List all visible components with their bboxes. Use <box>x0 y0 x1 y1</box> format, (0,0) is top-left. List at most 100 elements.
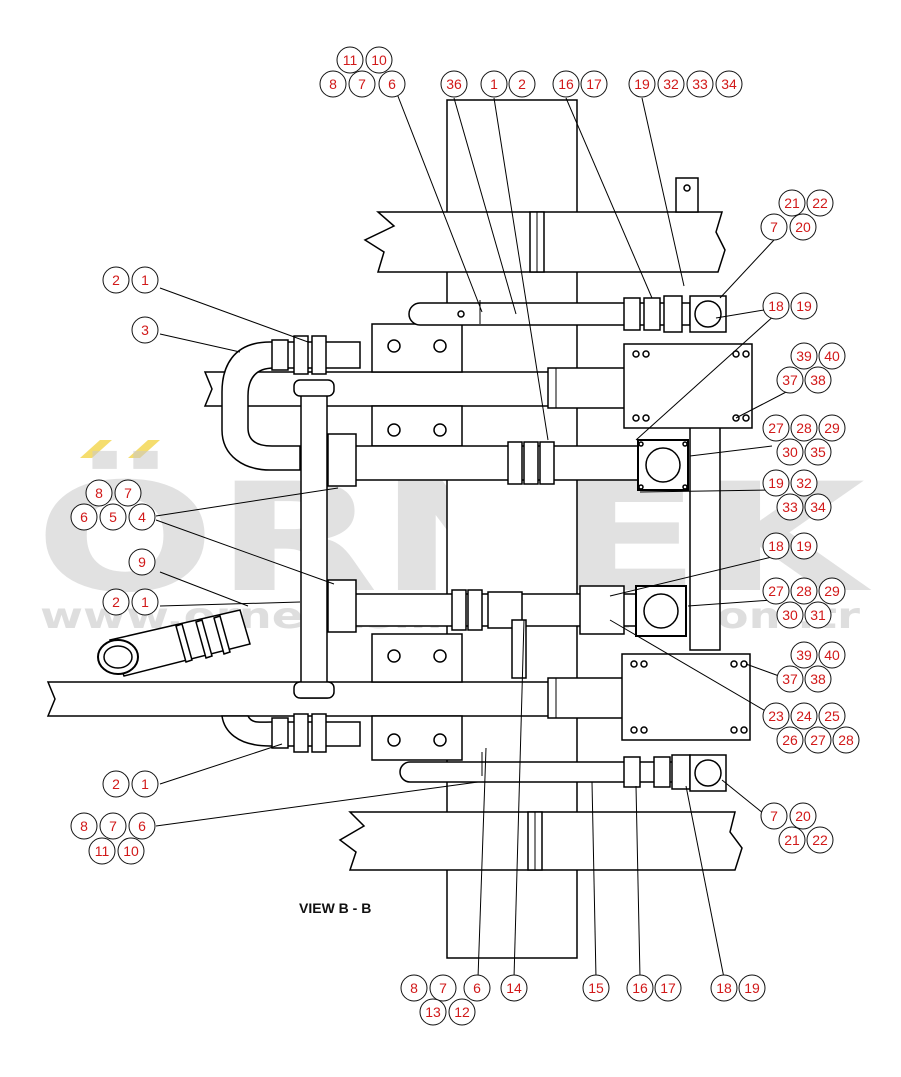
callout-bubble: 33 <box>686 70 714 98</box>
svg-text:33: 33 <box>692 76 708 92</box>
svg-text:32: 32 <box>663 76 679 92</box>
svg-text:28: 28 <box>796 420 812 436</box>
svg-text:2: 2 <box>112 594 120 610</box>
svg-text:22: 22 <box>812 832 828 848</box>
callout-bubble: 19 <box>762 469 790 497</box>
callout-bubble: 21 <box>778 826 806 854</box>
callout-bubble: 9 <box>128 548 156 576</box>
svg-text:27: 27 <box>810 732 826 748</box>
callout-bubble: 30 <box>776 438 804 466</box>
callout-bubble: 11 <box>88 837 116 865</box>
svg-text:22: 22 <box>812 195 828 211</box>
watermark-accent-left <box>80 440 112 458</box>
callout-bubble: 30 <box>776 601 804 629</box>
svg-text:38: 38 <box>810 372 826 388</box>
svg-text:29: 29 <box>824 583 840 599</box>
callout-bubble: 25 <box>818 702 846 730</box>
svg-text:39: 39 <box>796 348 812 364</box>
callout-bubble: 18 <box>762 292 790 320</box>
svg-text:2: 2 <box>112 776 120 792</box>
svg-text:1: 1 <box>141 594 149 610</box>
callout-bubble: 12 <box>448 998 476 1026</box>
callout-bubble: 33 <box>776 493 804 521</box>
svg-text:30: 30 <box>782 444 798 460</box>
callout-bubble: 28 <box>832 726 860 754</box>
upper-main-couplings <box>507 441 555 485</box>
svg-text:17: 17 <box>586 76 602 92</box>
svg-text:9: 9 <box>138 554 146 570</box>
inlet-hose-rings <box>175 615 231 663</box>
callout-bubble: 8 <box>70 812 98 840</box>
leader-lines <box>155 85 791 979</box>
callout-bubble: 4 <box>128 503 156 531</box>
callout-bubble: 28 <box>790 414 818 442</box>
callout-bubble: 7 <box>99 812 127 840</box>
svg-text:31: 31 <box>810 607 826 623</box>
svg-text:17: 17 <box>660 980 676 996</box>
callout-bubble: 11 <box>336 46 364 74</box>
svg-text:34: 34 <box>810 499 826 515</box>
mounting-plates <box>371 323 753 761</box>
callout-bubble: 27 <box>804 726 832 754</box>
svg-text:23: 23 <box>768 708 784 724</box>
callout-bubble: 39 <box>790 342 818 370</box>
callout-bubble: 34 <box>715 70 743 98</box>
svg-text:33: 33 <box>782 499 798 515</box>
callout-bubble: 1 <box>480 70 508 98</box>
callout-bubble: 16 <box>626 974 654 1002</box>
callout-bubble: 6 <box>378 70 406 98</box>
lower-hex-fitting <box>579 585 625 635</box>
callout-bubble: 19 <box>790 292 818 320</box>
svg-text:28: 28 <box>796 583 812 599</box>
callout-bubble: 24 <box>790 702 818 730</box>
frame-structure <box>338 99 743 959</box>
lower-bend-pipe <box>221 715 361 747</box>
upper-beam-block <box>547 367 635 409</box>
lower-beam-block <box>547 677 635 719</box>
callout-bubble: 39 <box>790 641 818 669</box>
top-small-pipe <box>408 302 691 326</box>
view-label: VIEW B - B <box>299 900 372 916</box>
callout-bubble: 18 <box>710 974 738 1002</box>
callout-bubble: 3 <box>131 316 159 344</box>
svg-text:10: 10 <box>371 52 387 68</box>
svg-text:39: 39 <box>796 647 812 663</box>
callout-bubble: 20 <box>789 213 817 241</box>
svg-text:10: 10 <box>123 843 139 859</box>
svg-text:21: 21 <box>784 832 800 848</box>
bottom-pipe-couplings <box>623 754 691 790</box>
callout-bubble: 38 <box>804 665 832 693</box>
callout-bubble: 14 <box>500 974 528 1002</box>
svg-text:18: 18 <box>768 538 784 554</box>
svg-text:25: 25 <box>824 708 840 724</box>
callout-bubble: 36 <box>440 70 468 98</box>
svg-text:7: 7 <box>770 808 778 824</box>
callout-bubble: 2 <box>508 70 536 98</box>
callout-bubble: 22 <box>806 189 834 217</box>
callout-bubble: 40 <box>818 641 846 669</box>
svg-text:15: 15 <box>588 980 604 996</box>
svg-text:19: 19 <box>796 538 812 554</box>
callout-bubble: 35 <box>804 438 832 466</box>
callout-bubble: 27 <box>762 577 790 605</box>
svg-text:6: 6 <box>138 818 146 834</box>
svg-text:24: 24 <box>796 708 812 724</box>
vertical-manifold <box>300 387 328 699</box>
callout-bubble: 2 <box>102 266 130 294</box>
callout-bubble: 19 <box>738 974 766 1002</box>
svg-text:16: 16 <box>558 76 574 92</box>
callout-bubble: 1 <box>131 770 159 798</box>
callout-bubble: 7 <box>114 479 142 507</box>
svg-text:38: 38 <box>810 671 826 687</box>
svg-text:11: 11 <box>95 843 110 859</box>
callout-bubble: 1 <box>131 588 159 616</box>
callout-bubble: 23 <box>762 702 790 730</box>
callouts: 11 10 8 7 6 36 1 2 16 17 19 32 33 34 21 … <box>70 46 860 1026</box>
svg-text:34: 34 <box>721 76 737 92</box>
svg-text:19: 19 <box>744 980 760 996</box>
svg-text:7: 7 <box>770 219 778 235</box>
callout-bubble: 6 <box>463 974 491 1002</box>
top-pipe-couplings <box>623 295 683 333</box>
callout-bubble: 10 <box>117 837 145 865</box>
